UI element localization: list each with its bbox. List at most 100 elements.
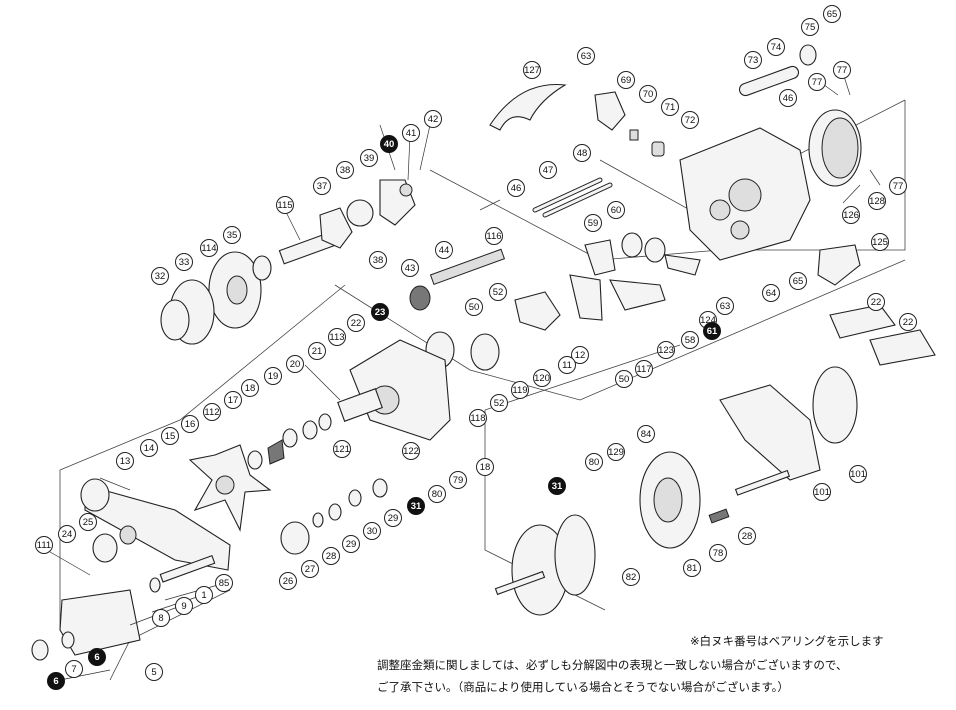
part-callout-11: 11: [558, 356, 576, 374]
part-number-label: 70: [643, 89, 654, 100]
part-callout-71: 71: [661, 98, 679, 116]
part-number-label: 35: [227, 230, 238, 241]
cast-control-125: [817, 244, 861, 286]
part-callout-14: 14: [140, 439, 158, 457]
part-callout-127: 127: [523, 61, 541, 79]
part-number-label: 52: [493, 287, 504, 298]
part-number-label: 63: [720, 301, 731, 312]
part-callout-17: 17: [224, 391, 242, 409]
assembly-frame-lines: [59, 99, 906, 681]
part-number-label: 22: [871, 297, 882, 308]
part-callout-18: 18: [241, 379, 259, 397]
part-callout-46: 46: [507, 179, 525, 197]
part-callout-48: 48: [573, 144, 591, 162]
part-number-label: 122: [403, 446, 419, 457]
part-callout-27: 27: [301, 560, 319, 578]
part-callout-112: 112: [203, 403, 221, 421]
part-number-label: 29: [388, 513, 399, 524]
part-callout-22: 22: [867, 293, 885, 311]
part-number-label: 46: [783, 93, 794, 104]
knob-24: [280, 521, 310, 555]
part-number-label: 64: [766, 288, 777, 299]
part-callout-41: 41: [402, 124, 420, 142]
part-number-label: 46: [511, 183, 522, 194]
part-number-label: 43: [405, 263, 416, 274]
part-number-label: 126: [843, 210, 859, 221]
part-number-label: 74: [771, 42, 782, 53]
part-callout-79: 79: [449, 471, 467, 489]
main-housing: [349, 339, 451, 441]
part-number-label: 79: [453, 475, 464, 486]
part-number-label: 27: [305, 564, 316, 575]
part-callout-22: 22: [347, 314, 365, 332]
part-callout-24: 24: [58, 525, 76, 543]
part-number-label: 29: [346, 539, 357, 550]
part-callout-77: 77: [833, 61, 851, 79]
part-callout-59: 59: [584, 214, 602, 232]
part-number-label: 11: [562, 360, 572, 371]
part-number-label: 84: [641, 429, 652, 440]
part-callout-65: 65: [789, 272, 807, 290]
part-number-label: 6: [94, 652, 99, 663]
part-number-label: 121: [334, 444, 350, 455]
part-callout-50: 50: [465, 298, 483, 316]
part-callout-69: 69: [617, 71, 635, 89]
label-101b: [869, 329, 936, 366]
part-callout-19: 19: [264, 367, 282, 385]
part-callout-122: 122: [402, 442, 420, 460]
part-callout-50: 50: [615, 370, 633, 388]
part-number-label: 119: [512, 385, 527, 396]
part-callout-64: 64: [762, 284, 780, 302]
part-callout-13: 13: [116, 452, 134, 470]
part-number-label: 69: [621, 75, 632, 86]
part-callout-38: 38: [369, 251, 387, 269]
part-callout-52: 52: [489, 283, 507, 301]
part-number-label: 72: [685, 115, 696, 126]
part-callout-35: 35: [223, 226, 241, 244]
part-callout-39: 39: [360, 149, 378, 167]
handle-knob: [59, 589, 141, 656]
part-callout-29: 29: [384, 509, 402, 527]
part-callout-84: 84: [637, 425, 655, 443]
part-number-label: 18: [245, 383, 256, 394]
part-number-label: 6: [53, 676, 58, 687]
part-callout-111: 111: [35, 536, 53, 554]
part-number-label: 33: [179, 257, 190, 268]
pawl-59: [584, 239, 616, 276]
part-callout-30: 30: [363, 522, 381, 540]
part-callout-42: 42: [424, 110, 442, 128]
part-number-label: 77: [893, 181, 904, 192]
part-callout-15: 15: [161, 427, 179, 445]
part-number-label: 39: [364, 153, 375, 164]
part-number-label: 77: [837, 65, 848, 76]
part-number-label: 1: [201, 590, 206, 601]
part-callout-101: 101: [849, 465, 867, 483]
gear-37: [346, 199, 374, 227]
part-callout-20: 20: [286, 355, 304, 373]
part-number-label: 28: [326, 551, 337, 562]
part-callout-9: 9: [175, 597, 193, 615]
tube-73: [738, 65, 800, 97]
part-number-label: 50: [619, 374, 630, 385]
part-number-label: 80: [589, 457, 600, 468]
part-number-label: 125: [872, 237, 888, 248]
part-callout-32: 32: [151, 267, 169, 285]
part-callout-120: 120: [533, 369, 551, 387]
part-number-label: 5: [151, 667, 156, 678]
part-callout-116: 116: [485, 227, 503, 245]
part-callout-63: 63: [716, 297, 734, 315]
part-number-label: 8: [158, 613, 163, 624]
part-number-label: 65: [827, 9, 838, 20]
part-callout-44: 44: [435, 241, 453, 259]
handle-arm: [84, 484, 231, 571]
part-callout-43: 43: [401, 259, 419, 277]
part-callout-80: 80: [585, 453, 603, 471]
part-number-label: 47: [543, 165, 554, 176]
part-callout-60: 60: [607, 201, 625, 219]
part-callout-37: 37: [313, 177, 331, 195]
part-callout-65: 65: [823, 5, 841, 23]
adjustment-washer-note-line1: 調整座金類に関しましては、必ずしも分解図中の表現と一致しない場合がございますので…: [377, 658, 848, 672]
part-number-label: 101: [814, 487, 830, 498]
part-number-label: 65: [793, 276, 804, 287]
part-number-label: 22: [351, 318, 362, 329]
